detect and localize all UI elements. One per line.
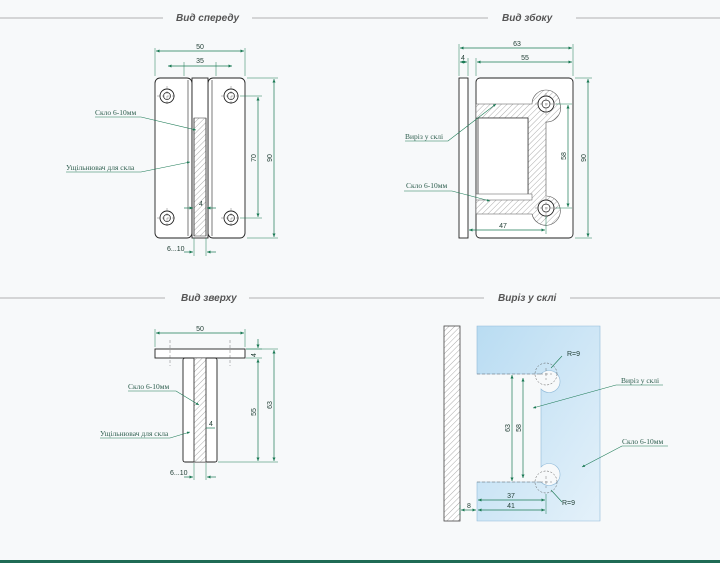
- side-dim-body: 55: [521, 55, 529, 62]
- cutout-glass-panel: [476, 325, 601, 522]
- side-screw-icon: [535, 93, 557, 115]
- cutout-dim-radius-top: R=9: [567, 351, 580, 358]
- top-dim-width: 50: [196, 326, 204, 333]
- cutout-dim-gap: 8: [467, 503, 471, 510]
- section-side-header: Вид збоку: [362, 12, 720, 24]
- front-screw-icon: [221, 86, 241, 106]
- side-dim-cutout-depth: 47: [499, 223, 507, 230]
- footer-bar: [0, 560, 720, 563]
- cutout-dim-hole-spacing: 58: [516, 424, 523, 432]
- top-view-drawing: 50 4 55 63 4 6...10 Скло 6-10мм Ущільнюв…: [100, 326, 278, 480]
- cutout-dim-depth: 37: [507, 493, 515, 500]
- side-dim-total-width: 63: [513, 41, 521, 48]
- section-cutout-header: Виріз у склі: [362, 293, 720, 304]
- top-mount-plate: [154, 348, 246, 359]
- top-dim-total-depth: 63: [267, 401, 274, 409]
- front-screw-icon: [157, 208, 177, 228]
- side-dim-height: 90: [581, 154, 588, 162]
- section-top-header: Вид зверху: [0, 293, 362, 304]
- front-view-drawing: 50 35 70 90 4 6...10 Скло 6-10мм Ущільню…: [66, 44, 278, 256]
- cutout-view-title: Виріз у склі: [498, 293, 557, 304]
- side-cutout-label: Виріз у склі: [405, 132, 443, 141]
- front-screw-icon: [221, 208, 241, 228]
- cutout-dim-radius-bottom: R=9: [562, 500, 575, 507]
- cutout-dim-height: 63: [505, 424, 512, 432]
- front-left-plate: [154, 77, 193, 239]
- top-dim-depth: 55: [251, 408, 258, 416]
- top-dim-seal: 4: [209, 421, 213, 428]
- side-view-drawing: 63 4 55 58 90 47 Виріз у склі Скло 6-10м…: [404, 41, 592, 239]
- side-dim-hole-spacing: 58: [561, 152, 568, 160]
- cutout-glass-label: Скло 6-10мм: [622, 437, 664, 446]
- side-mount-plate: [458, 77, 469, 239]
- top-dim-plate: 4: [251, 353, 258, 357]
- top-glass-label: Скло 6-10мм: [128, 382, 170, 391]
- front-dim-seal: 4: [199, 201, 203, 208]
- front-seal-label: Ущільнювач для скла: [66, 163, 135, 172]
- cutout-label: Виріз у склі: [621, 376, 659, 385]
- front-dim-hole-spacing: 70: [251, 154, 258, 162]
- side-view-title: Вид збоку: [502, 12, 553, 24]
- top-seal-label: Ущільнювач для скла: [100, 429, 169, 438]
- top-dim-glass: 6...10: [170, 470, 188, 477]
- top-view-title: Вид зверху: [181, 293, 237, 304]
- front-glass-label: Скло 6-10мм: [95, 108, 137, 117]
- front-glass-section: [193, 117, 207, 237]
- section-front-header: Вид спереду: [0, 13, 362, 24]
- front-dim-inner-width: 35: [196, 58, 204, 65]
- side-dim-plate: 4: [461, 55, 465, 62]
- front-dim-height: 90: [267, 154, 274, 162]
- cutout-wall: [443, 325, 461, 522]
- side-glass-label: Скло 6-10мм: [406, 181, 448, 190]
- side-clamp-profile: [475, 89, 561, 226]
- front-screw-icon: [157, 86, 177, 106]
- front-dim-width: 50: [196, 44, 204, 51]
- cutout-view-drawing: R=9 R=9 63 58 37 8 41 Виріз у склі Скло …: [443, 325, 668, 522]
- cutout-dim-total-depth: 41: [507, 503, 515, 510]
- front-view-title: Вид спереду: [176, 13, 239, 24]
- top-glass-section: [193, 357, 207, 463]
- front-dim-glass: 6...10: [167, 246, 185, 253]
